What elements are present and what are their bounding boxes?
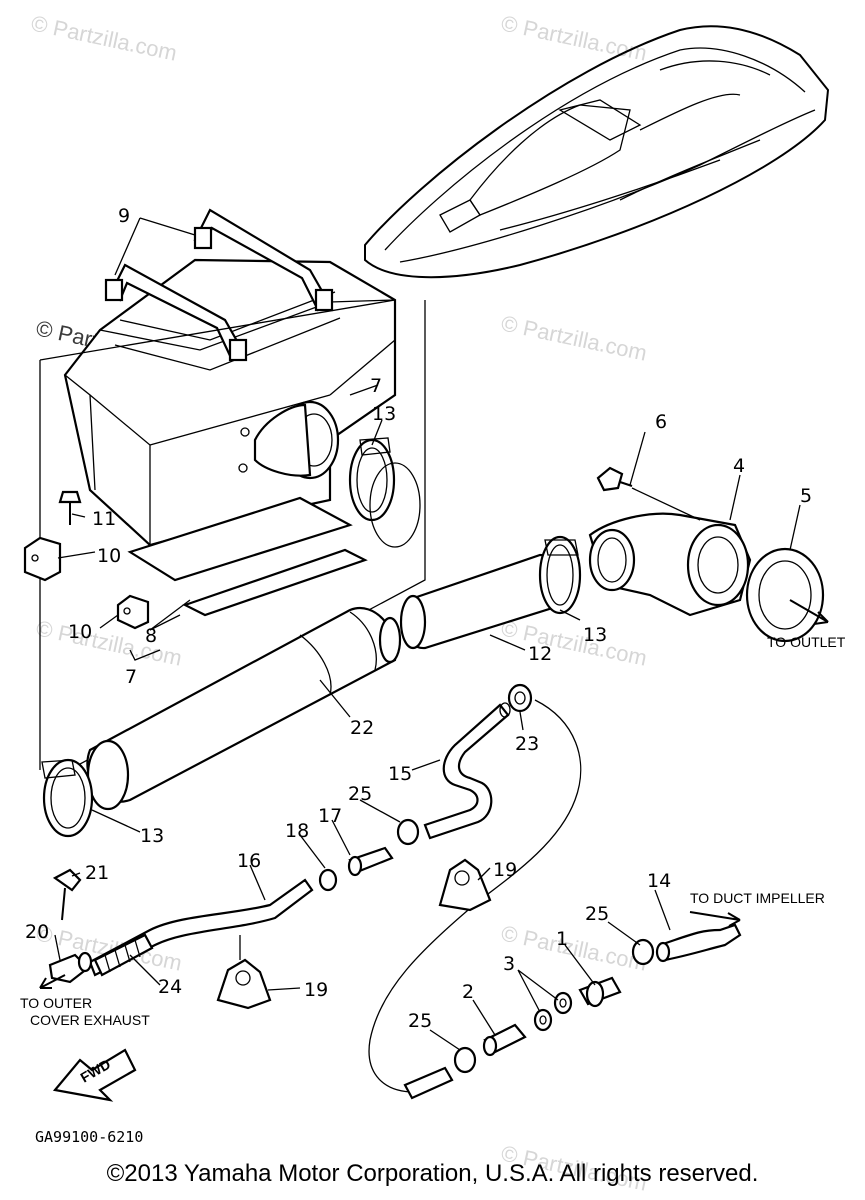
screw-21 xyxy=(52,868,82,921)
washers-3 xyxy=(533,991,573,1032)
clip-25-mid xyxy=(631,938,655,966)
callout-10-upper: 10 xyxy=(97,545,121,567)
gasket-5 xyxy=(745,547,829,643)
rubber-plates xyxy=(127,496,368,631)
to-outlet-note: TO OUTLET xyxy=(767,634,846,650)
fitting-2 xyxy=(482,1023,527,1057)
callout-22: 22 xyxy=(350,717,374,739)
callout-7-lower: 7 xyxy=(125,666,137,688)
callout-7-upper: 7 xyxy=(370,375,382,397)
callout-19-upper: 19 xyxy=(493,859,517,881)
to-duct-impeller-note: TO DUCT IMPELLER xyxy=(690,890,825,906)
watermark: © Partzilla.com xyxy=(499,920,649,975)
callout-25-mid: 25 xyxy=(585,903,609,925)
callout-24: 24 xyxy=(158,976,182,998)
callout-14: 14 xyxy=(647,870,671,892)
fitting-20 xyxy=(48,951,93,984)
holder-19-upper xyxy=(438,858,492,912)
watermark: © Partzilla.com xyxy=(29,10,179,65)
holder-10-upper xyxy=(23,536,62,582)
callout-5: 5 xyxy=(800,485,812,507)
nipple-17 xyxy=(347,846,394,877)
water-box-muffler xyxy=(63,258,397,547)
callout-19-lower: 19 xyxy=(304,979,328,1001)
clip-25-upper xyxy=(396,818,420,846)
holder-10-lower xyxy=(116,594,150,630)
callout-11: 11 xyxy=(92,508,116,530)
callout-25-lower: 25 xyxy=(408,1010,432,1032)
cap-23 xyxy=(507,683,533,713)
watermark: © Partzilla.com xyxy=(499,10,649,65)
callout-13-lower: 13 xyxy=(140,825,164,847)
to-outer-note-line2: COVER EXHAUST xyxy=(30,1012,150,1028)
holder-19-lower xyxy=(216,958,272,1010)
hose-14 xyxy=(655,923,742,963)
exhaust-pipe-22 xyxy=(86,607,402,811)
callout-20: 20 xyxy=(25,921,49,943)
clip-18 xyxy=(318,868,338,892)
callout-17: 17 xyxy=(318,805,342,827)
exhaust-joint-4 xyxy=(588,512,752,617)
bolt-6 xyxy=(596,466,701,521)
clip-25-lower xyxy=(453,1046,477,1074)
diagram-code: GA99100-6210 xyxy=(35,1128,143,1146)
arrow-to-outer xyxy=(39,974,66,989)
callout-13-mid: 13 xyxy=(583,624,607,646)
watercraft-overview xyxy=(364,25,830,279)
callout-3: 3 xyxy=(503,953,515,975)
bracket-line xyxy=(39,299,396,361)
callout-9: 9 xyxy=(118,205,130,227)
watermark: © Partzilla.com xyxy=(499,615,649,670)
hose-16 xyxy=(88,878,314,977)
nozzle-1 xyxy=(578,976,622,1008)
copyright-notice: ©2013 Yamaha Motor Corporation, U.S.A. A… xyxy=(106,1160,759,1187)
callout-13-upper: 13 xyxy=(372,403,396,425)
callout-2: 2 xyxy=(462,981,474,1003)
hose-15 xyxy=(423,702,511,840)
watermark: © Partzilla.com xyxy=(499,310,649,365)
bolt-11 xyxy=(58,490,82,525)
to-outer-note-line1: TO OUTER xyxy=(20,995,92,1011)
straps xyxy=(104,208,334,362)
clamp-13-lower xyxy=(41,758,94,838)
callout-25-upper: 25 xyxy=(348,783,372,805)
callout-4: 4 xyxy=(733,455,745,477)
callout-18: 18 xyxy=(285,820,309,842)
callout-12: 12 xyxy=(528,643,552,665)
leader-lines xyxy=(54,217,801,1051)
arrow-to-duct xyxy=(689,911,741,927)
callout-8: 8 xyxy=(145,625,157,647)
fwd-arrow: FWD xyxy=(52,1048,137,1102)
callout-1: 1 xyxy=(556,928,568,950)
callout-6: 6 xyxy=(655,411,667,433)
callout-21: 21 xyxy=(85,862,109,884)
clamp-13-upper xyxy=(348,437,421,548)
callout-15: 15 xyxy=(388,763,412,785)
callout-23: 23 xyxy=(515,733,539,755)
clamp-13-mid xyxy=(538,535,582,615)
hose-end xyxy=(403,1066,454,1100)
callout-16: 16 xyxy=(237,850,261,872)
callout-10-lower: 10 xyxy=(68,621,92,643)
callout-labels: 9 7 13 11 10 10 8 7 6 4 5 TO OUTLET 13 1… xyxy=(20,205,846,1146)
